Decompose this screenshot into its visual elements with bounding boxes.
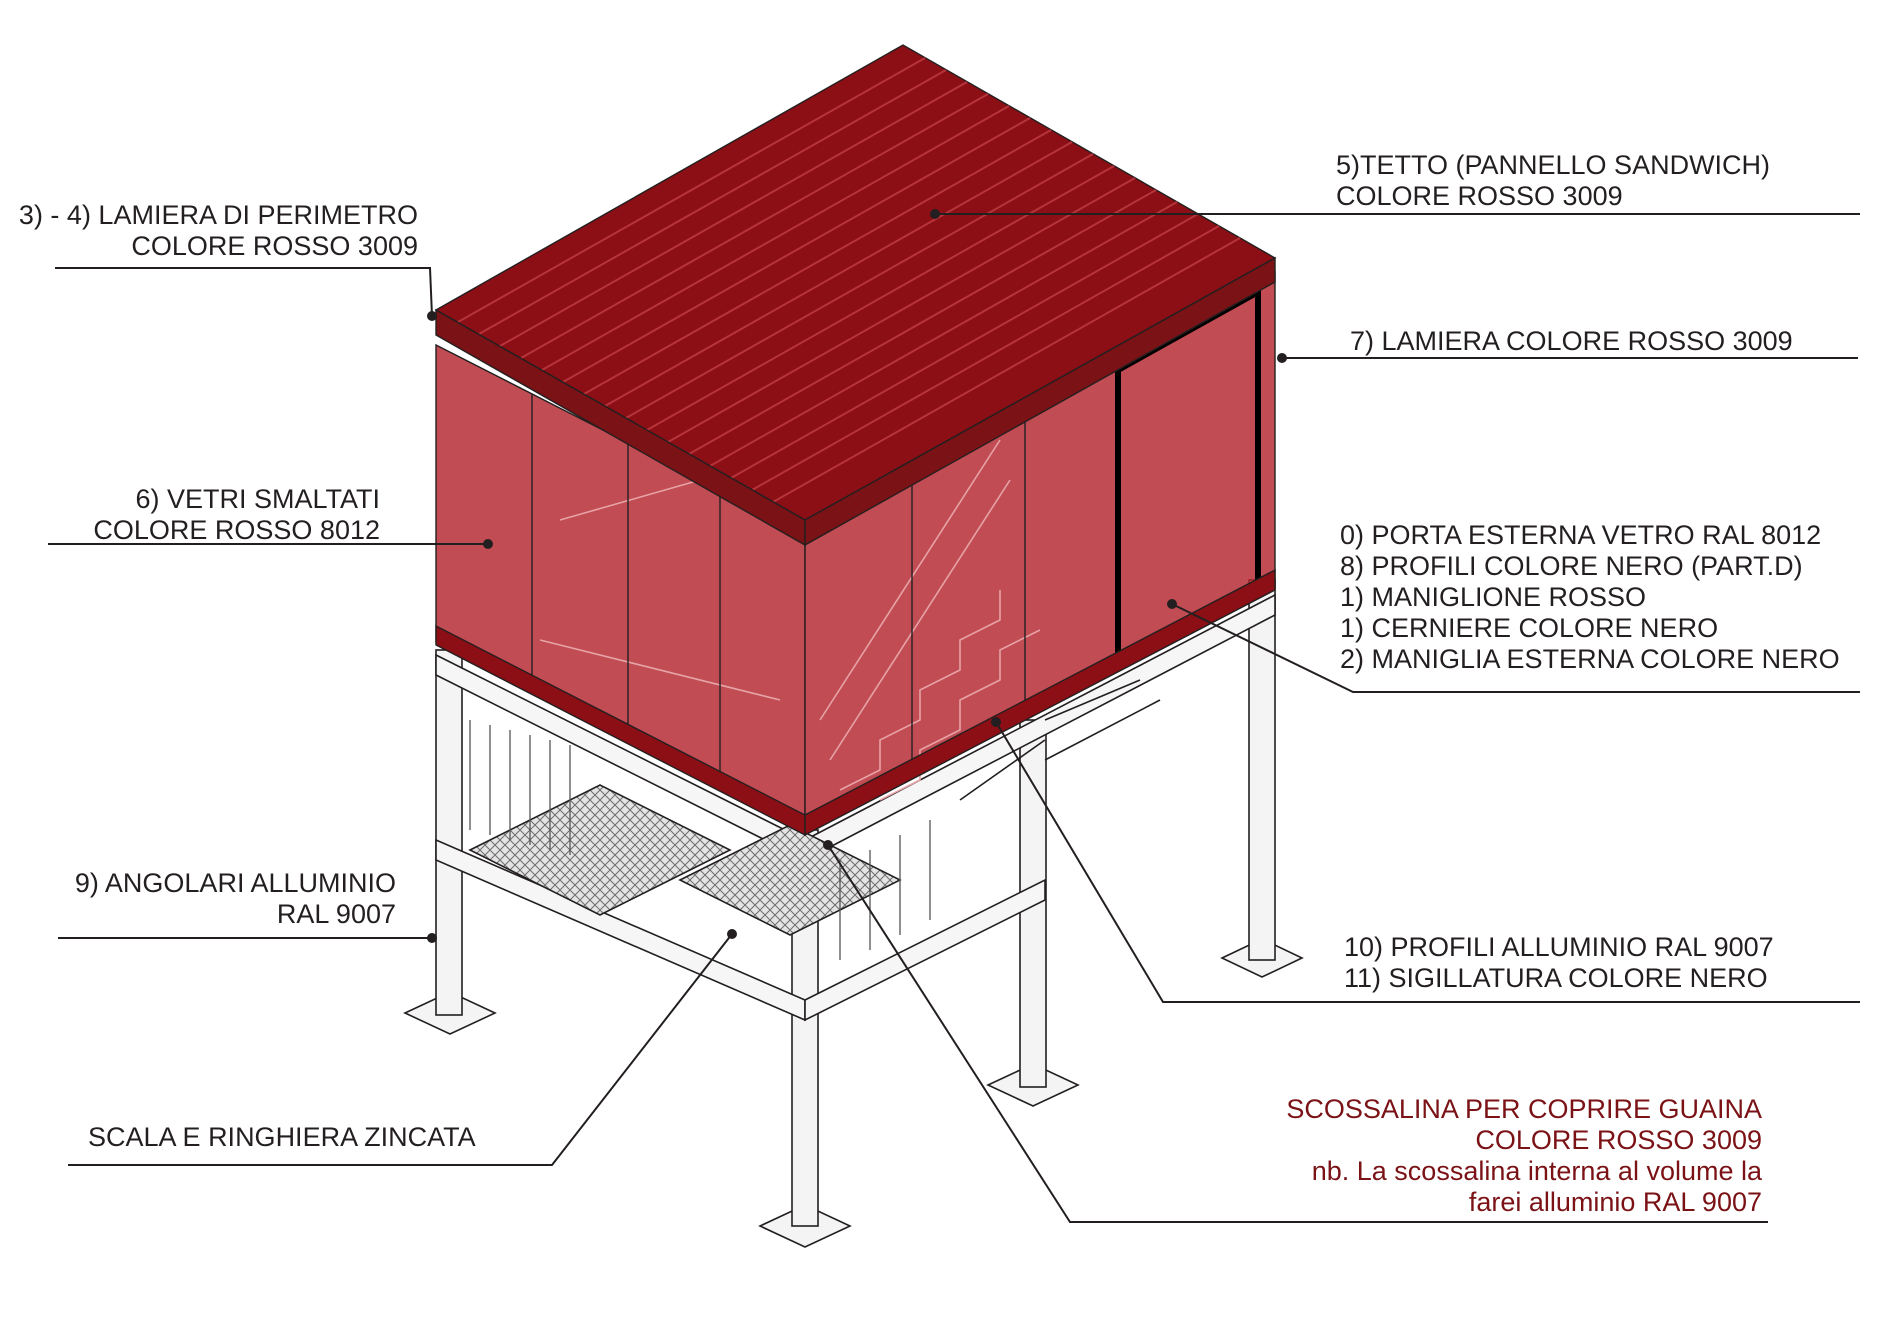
leader-porta (1171, 603, 1860, 693)
label-perimetro-line1: 3) - 4) LAMIERA DI PERIMETRO (18, 200, 418, 230)
leg (1248, 579, 1276, 961)
label-angolari: 9) ANGOLARI ALLUMINIO RAL 9007 (0, 868, 396, 930)
label-porta-line3: 1) MANIGLIONE ROSSO (1340, 582, 1647, 612)
roof-edge-right (804, 256, 1276, 547)
leader-lines (48, 213, 1860, 1223)
leg (435, 649, 463, 1016)
label-porta-line4: 1) CERNIERE COLORE NERO (1340, 613, 1719, 643)
label-perimetro-line2: COLORE ROSSO 3009 (131, 231, 418, 261)
steel-legs (403, 579, 1304, 1248)
label-vetri-line1: 6) VETRI SMALTATI (135, 484, 380, 514)
label-scossalina: SCOSSALINA PER COPRIRE GUAINA COLORE ROS… (1200, 1094, 1762, 1218)
label-scala-line1: SCALA E RINGHIERA ZINCATA (88, 1122, 476, 1152)
label-scossalina-line2: COLORE ROSSO 3009 (1475, 1125, 1762, 1155)
leader-scala (68, 933, 733, 1166)
leader-perimetro (55, 267, 433, 317)
glass-walls (435, 270, 1276, 837)
label-vetri: 6) VETRI SMALTATI COLORE ROSSO 8012 (0, 484, 380, 546)
label-tetto-line1: 5)TETTO (PANNELLO SANDWICH) (1336, 150, 1771, 180)
leader-scossalina (827, 844, 1768, 1223)
label-scala: SCALA E RINGHIERA ZINCATA (88, 1122, 476, 1153)
support-frame (435, 593, 1276, 1022)
label-profili: 10) PROFILI ALLUMINIO RAL 9007 11) SIGIL… (1344, 932, 1774, 994)
label-porta-line2: 8) PROFILI COLORE NERO (PART.D) (1340, 551, 1803, 581)
label-lamiera: 7) LAMIERA COLORE ROSSO 3009 (1350, 326, 1793, 357)
label-perimetro: 3) - 4) LAMIERA DI PERIMETRO COLORE ROSS… (0, 200, 418, 262)
label-angolari-line2: RAL 9007 (276, 899, 396, 929)
label-tetto-line2: COLORE ROSSO 3009 (1336, 181, 1623, 211)
leader-profili (995, 721, 1860, 1003)
perimeter-band-right (804, 568, 1276, 837)
label-scossalina-line1: SCOSSALINA PER COPRIRE GUAINA (1286, 1094, 1762, 1124)
label-scossalina-line3: nb. La scossalina interna al volume la (1311, 1156, 1762, 1186)
label-porta: 0) PORTA ESTERNA VETRO RAL 8012 8) PROFI… (1340, 520, 1840, 675)
label-angolari-line1: 9) ANGOLARI ALLUMINIO (74, 868, 396, 898)
label-tetto: 5)TETTO (PANNELLO SANDWICH) COLORE ROSSO… (1336, 150, 1770, 212)
label-scossalina-line4: farei alluminio RAL 9007 (1468, 1187, 1762, 1217)
label-porta-line1: 0) PORTA ESTERNA VETRO RAL 8012 (1340, 520, 1822, 550)
label-vetri-line2: COLORE ROSSO 8012 (93, 515, 380, 545)
label-profili-line2: 11) SIGILLATURA COLORE NERO (1344, 963, 1768, 993)
label-profili-line1: 10) PROFILI ALLUMINIO RAL 9007 (1344, 932, 1774, 962)
stair-railing (469, 720, 931, 960)
leader-dots (427, 209, 1287, 943)
label-porta-line5: 2) MANIGLIA ESTERNA COLORE NERO (1340, 644, 1840, 674)
roof (434, 44, 1277, 547)
label-lamiera-line1: 7) LAMIERA COLORE ROSSO 3009 (1350, 326, 1793, 356)
